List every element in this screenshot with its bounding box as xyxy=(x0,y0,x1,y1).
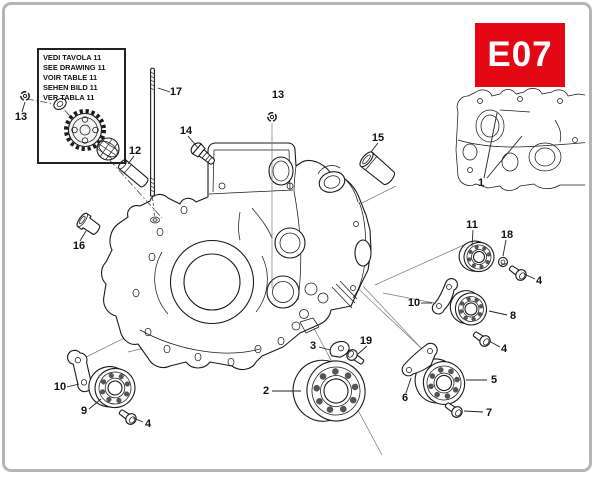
washer-clip-18 xyxy=(497,256,509,268)
screw-4-left xyxy=(118,409,137,425)
oil-pump-inset xyxy=(26,49,163,219)
callout-12: 12 xyxy=(128,145,142,157)
washer xyxy=(53,97,67,111)
note-line-it: VEDI TAVOLA 11 xyxy=(43,53,102,62)
callout-6: 6 xyxy=(401,392,409,404)
callout-1: 1 xyxy=(477,177,485,189)
callout-15: 15 xyxy=(371,132,385,144)
engine-assembly-thumbnail xyxy=(455,88,585,191)
retainer-tab-3 xyxy=(329,340,350,358)
bearing-2 xyxy=(292,359,366,422)
callout-8: 8 xyxy=(509,310,517,322)
reference-note-text: VEDI TAVOLA 11 SEE DRAWING 11 VOIR TABLE… xyxy=(43,53,105,103)
callout-7: 7 xyxy=(485,407,493,419)
screw-4-right xyxy=(508,265,527,281)
stud-17 xyxy=(150,67,156,219)
callout-13-center: 13 xyxy=(271,89,285,101)
retainer-plate-10-right xyxy=(431,278,458,315)
note-line-fr: VOIR TABLE 11 xyxy=(43,72,98,82)
callout-10-right: 10 xyxy=(407,297,421,309)
callout-10-left: 10 xyxy=(53,381,67,393)
note-line-de: SEHEN BILD 11 xyxy=(43,82,98,92)
clip-13-center xyxy=(267,112,277,122)
callout-11: 11 xyxy=(466,219,478,231)
callout-17: 17 xyxy=(169,86,183,98)
leader-lines xyxy=(21,87,536,423)
crankcase-half-drawing xyxy=(100,142,372,371)
fitting-bolt-14 xyxy=(190,142,215,165)
bracket-6 xyxy=(401,342,438,377)
bearing-8 xyxy=(449,290,488,326)
callout-18: 18 xyxy=(500,229,514,241)
bushing-16 xyxy=(76,212,101,235)
callout-13-left: 13 xyxy=(14,111,28,123)
callout-4-right: 4 xyxy=(535,275,543,287)
reference-note-box: VEDI TAVOLA 11 SEE DRAWING 11 VOIR TABLE… xyxy=(37,48,126,164)
pump-gear xyxy=(64,109,106,151)
dowel-pin-12 xyxy=(117,159,149,188)
callout-14: 14 xyxy=(179,125,193,137)
callout-4-left: 4 xyxy=(144,418,152,430)
bearing-9 xyxy=(88,366,136,409)
bearing-11 xyxy=(458,240,495,273)
callout-9: 9 xyxy=(80,405,88,417)
screw-7 xyxy=(444,402,463,418)
callout-16: 16 xyxy=(72,240,86,252)
drawing-code-badge: E07 xyxy=(475,23,565,87)
screw-19 xyxy=(346,349,365,365)
callout-2: 2 xyxy=(262,385,270,397)
retainer-plate-10-left xyxy=(67,349,93,393)
note-line-en: SEE DRAWING 11 xyxy=(43,62,106,72)
callout-5: 5 xyxy=(490,374,498,386)
callout-4-mid: 4 xyxy=(500,343,508,355)
note-line-es: VER TABLA 11 xyxy=(43,92,95,102)
clip-13-left xyxy=(20,91,30,101)
spacer-sleeve-15 xyxy=(359,151,396,186)
callout-19: 19 xyxy=(359,335,373,347)
bearing-5 xyxy=(414,358,466,405)
callout-3: 3 xyxy=(309,340,317,352)
drawing-code: E07 xyxy=(487,35,553,74)
screw-4-mid xyxy=(472,331,491,347)
bearing-cage xyxy=(96,137,120,161)
